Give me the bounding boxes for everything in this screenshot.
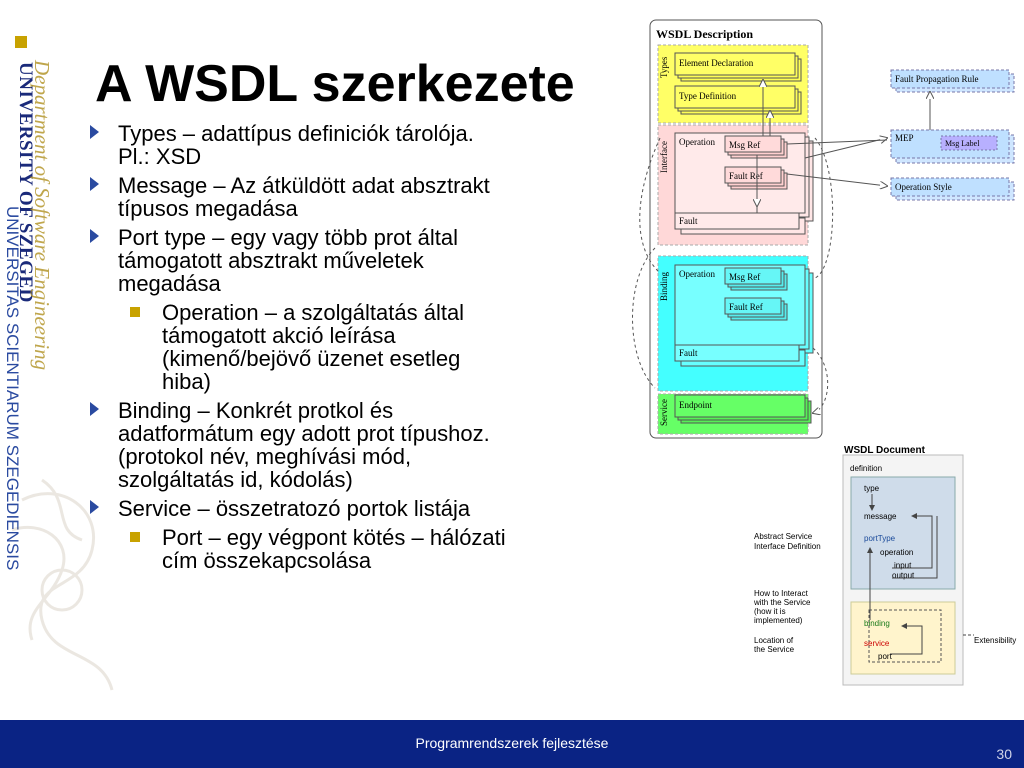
fault-propagation-rule-box — [890, 69, 1010, 89]
svg-text:Msg Ref: Msg Ref — [729, 140, 760, 150]
gold-square-marker — [15, 36, 27, 48]
footer-bar: Programrendszerek fejlesztése 30 — [0, 720, 1024, 768]
svg-text:Endpoint: Endpoint — [679, 400, 712, 410]
svg-text:Abstract Service: Abstract Service — [754, 532, 813, 541]
element-declaration-box — [674, 52, 796, 76]
bullet-binding: Binding – Konkrét protkol és adatformátu… — [90, 399, 510, 491]
course-name: Programrendszerek fejlesztése — [415, 735, 609, 751]
bullet-arrow-icon — [90, 229, 99, 243]
department-watermark: Department of Software Engineering — [30, 60, 54, 371]
type-definition-box — [674, 85, 796, 109]
interface-msg-ref-box — [724, 135, 782, 153]
svg-text:MEP: MEP — [895, 133, 914, 143]
svg-text:binding: binding — [864, 619, 890, 628]
svg-text:Service: Service — [659, 399, 669, 426]
crest-watermark-icon — [11, 478, 114, 691]
svg-text:Interface: Interface — [659, 141, 669, 173]
svg-text:input: input — [894, 561, 912, 570]
svg-text:Element Declaration: Element Declaration — [679, 58, 754, 68]
svg-text:port: port — [878, 652, 893, 661]
svg-text:(how it is: (how it is — [754, 607, 786, 616]
svg-text:Operation: Operation — [679, 137, 715, 147]
wsdl-document-diagram: WSDL Document definition type message po… — [753, 445, 1016, 686]
svg-text:output: output — [892, 571, 915, 580]
svg-text:Fault: Fault — [679, 216, 698, 226]
interface-fault-ref-box — [724, 166, 782, 184]
bullet-service: Service – összetratozó portok listája — [90, 497, 510, 520]
bullet-types: Types – adattípus definiciók tárolója. P… — [90, 122, 510, 168]
binding-msg-ref-box — [724, 267, 782, 285]
svg-text:message: message — [864, 512, 897, 521]
subbullet-operation: Operation – a szolgáltatás által támogat… — [90, 301, 510, 393]
svg-text:service: service — [864, 639, 890, 648]
bullet-arrow-icon — [90, 402, 99, 416]
side-branding-strip: UNIVERSITY OF SZEGED UNIVERSITAS SCIENTI… — [0, 0, 54, 720]
svg-text:Type Definition: Type Definition — [679, 91, 737, 101]
svg-text:Binding: Binding — [659, 271, 669, 301]
subbullet-port: Port – egy végpont kötés – hálózati cím … — [90, 526, 510, 572]
svg-text:with the Service: with the Service — [753, 598, 811, 607]
bullet-arrow-icon — [90, 177, 99, 191]
bullet-message: Message – Az átküldött adat absztrakt tí… — [90, 174, 510, 220]
svg-text:Operation: Operation — [679, 269, 715, 279]
wsdl-description-diagram: WSDL Description Types Element Declarati… — [632, 19, 1015, 439]
bullet-square-icon — [130, 307, 140, 317]
page-number: 30 — [996, 746, 1012, 762]
binding-fault-box — [674, 344, 800, 362]
svg-text:Extensibility: Extensibility — [974, 636, 1016, 645]
svg-text:operation: operation — [880, 548, 913, 557]
svg-text:Fault Ref: Fault Ref — [729, 302, 763, 312]
bullet-arrow-icon — [90, 500, 99, 514]
svg-text:definition: definition — [850, 464, 882, 473]
svg-text:Msg Label: Msg Label — [945, 139, 980, 148]
description-title: WSDL Description — [656, 27, 753, 41]
binding-fault-ref-box — [724, 297, 782, 315]
svg-text:portType: portType — [864, 534, 896, 543]
svg-text:How to Interact: How to Interact — [754, 589, 809, 598]
endpoint-box — [674, 394, 806, 418]
svg-text:Types: Types — [659, 56, 669, 78]
abstract-section — [850, 476, 956, 590]
svg-text:Operation Style: Operation Style — [895, 182, 952, 192]
concrete-section — [850, 601, 956, 675]
bullet-port-type: Port type – egy vagy több prot által tám… — [90, 226, 510, 295]
svg-text:Fault Propagation Rule: Fault Propagation Rule — [895, 74, 979, 84]
bullet-square-icon — [130, 532, 140, 542]
svg-text:Msg Ref: Msg Ref — [729, 272, 760, 282]
svg-text:Location of: Location of — [754, 636, 794, 645]
bullet-arrow-icon — [90, 125, 99, 139]
svg-text:Fault Ref: Fault Ref — [729, 171, 763, 181]
svg-text:type: type — [864, 484, 880, 493]
bullet-list: Types – adattípus definiciók tárolója. P… — [90, 122, 510, 578]
document-title: WSDL Document — [844, 445, 926, 456]
svg-text:implemented): implemented) — [754, 616, 803, 625]
slide-title: A WSDL szerkezete — [95, 55, 575, 113]
svg-text:Interface Definition: Interface Definition — [754, 542, 821, 551]
svg-text:the Service: the Service — [754, 645, 795, 654]
interface-fault-box — [674, 212, 800, 230]
msg-label-box — [940, 135, 998, 151]
operation-style-box — [890, 177, 1010, 197]
svg-text:Fault: Fault — [679, 348, 698, 358]
